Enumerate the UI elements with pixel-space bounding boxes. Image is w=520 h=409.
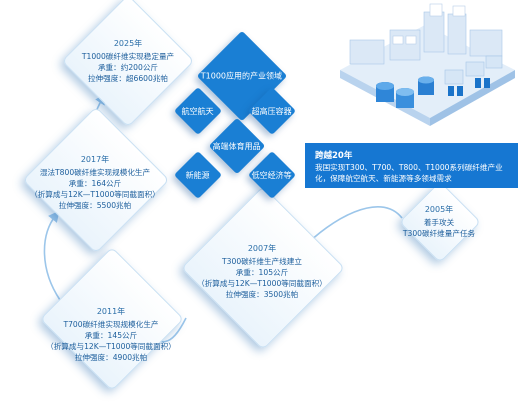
summary-title: 跨越20年: [315, 151, 353, 161]
milestone-line: （折算成与12K—T1000等同截面积）: [46, 341, 176, 351]
milestone-year: 2025年: [113, 39, 143, 48]
milestone-line: 承重：145公斤: [84, 330, 138, 340]
app-title: T1000应用的产业领域: [201, 71, 283, 81]
milestone-line: 承重：105公斤: [235, 267, 289, 277]
app-label: 新能源: [186, 170, 210, 180]
milestone-line: T300碳纤维量产任务: [402, 228, 476, 238]
milestone-line: T300碳纤维生产线建立: [222, 256, 302, 266]
warehouse-illustration: [340, 3, 515, 126]
milestone-line: 承重：164公斤: [68, 178, 122, 188]
milestone-line: （折算成与12K—T1000等同截面积）: [30, 189, 160, 199]
app-label: 高端体育用品: [213, 141, 261, 151]
milestone-year: 2011年: [96, 306, 126, 316]
app-label: 航空航天: [182, 106, 214, 116]
milestone-line: 承重：约200公斤: [97, 63, 159, 72]
milestone-2017: 2017年 湿法T800碳纤维实现规模化生产 承重：164公斤 （折算成与12K…: [15, 145, 175, 219]
milestone-year: 2005年: [424, 204, 454, 214]
milestone-2011: 2011年 T700碳纤维实现规模化生产 承重：145公斤 （折算成与12K—T…: [31, 297, 191, 371]
app-label: 超高压容器: [252, 106, 292, 116]
milestone-line: 拉伸强度：超6600兆帕: [87, 74, 169, 83]
milestone-2005: 2005年 着手攻关 T300碳纤维量产任务: [389, 202, 489, 240]
milestone-line: 湿法T800碳纤维实现规模化生产: [39, 167, 151, 177]
milestone-2025: 2025年 T1000碳纤维实现稳定量产 承重：约200公斤 拉伸强度：超660…: [58, 30, 198, 92]
summary-text: 我国实现T300、T700、T800、T1000系列碳纤维产业化，保障航空航天、…: [315, 163, 503, 183]
summary-panel: 跨越20年 我国实现T300、T700、T800、T1000系列碳纤维产业化，保…: [305, 143, 518, 188]
milestone-line: （折算成与12K—T1000等同截面积）: [197, 278, 327, 288]
milestone-line: T700碳纤维实现规模化生产: [63, 319, 159, 329]
milestone-line: 着手攻关: [423, 217, 455, 227]
app-label: 低空经济等: [252, 170, 292, 180]
milestone-line: 拉伸强度：3500兆帕: [225, 289, 299, 299]
milestone-year: 2007年: [247, 243, 277, 253]
milestone-line: 拉伸强度：5500兆帕: [58, 200, 132, 210]
milestone-line: T1000碳纤维实现稳定量产: [81, 52, 175, 61]
milestone-2007: 2007年 T300碳纤维生产线建立 承重：105公斤 （折算成与12K—T10…: [182, 234, 342, 308]
arrow-2011-to-2017: [43, 210, 61, 301]
milestone-year: 2017年: [80, 154, 110, 164]
milestone-line: 拉伸强度：4900兆帕: [74, 352, 148, 362]
